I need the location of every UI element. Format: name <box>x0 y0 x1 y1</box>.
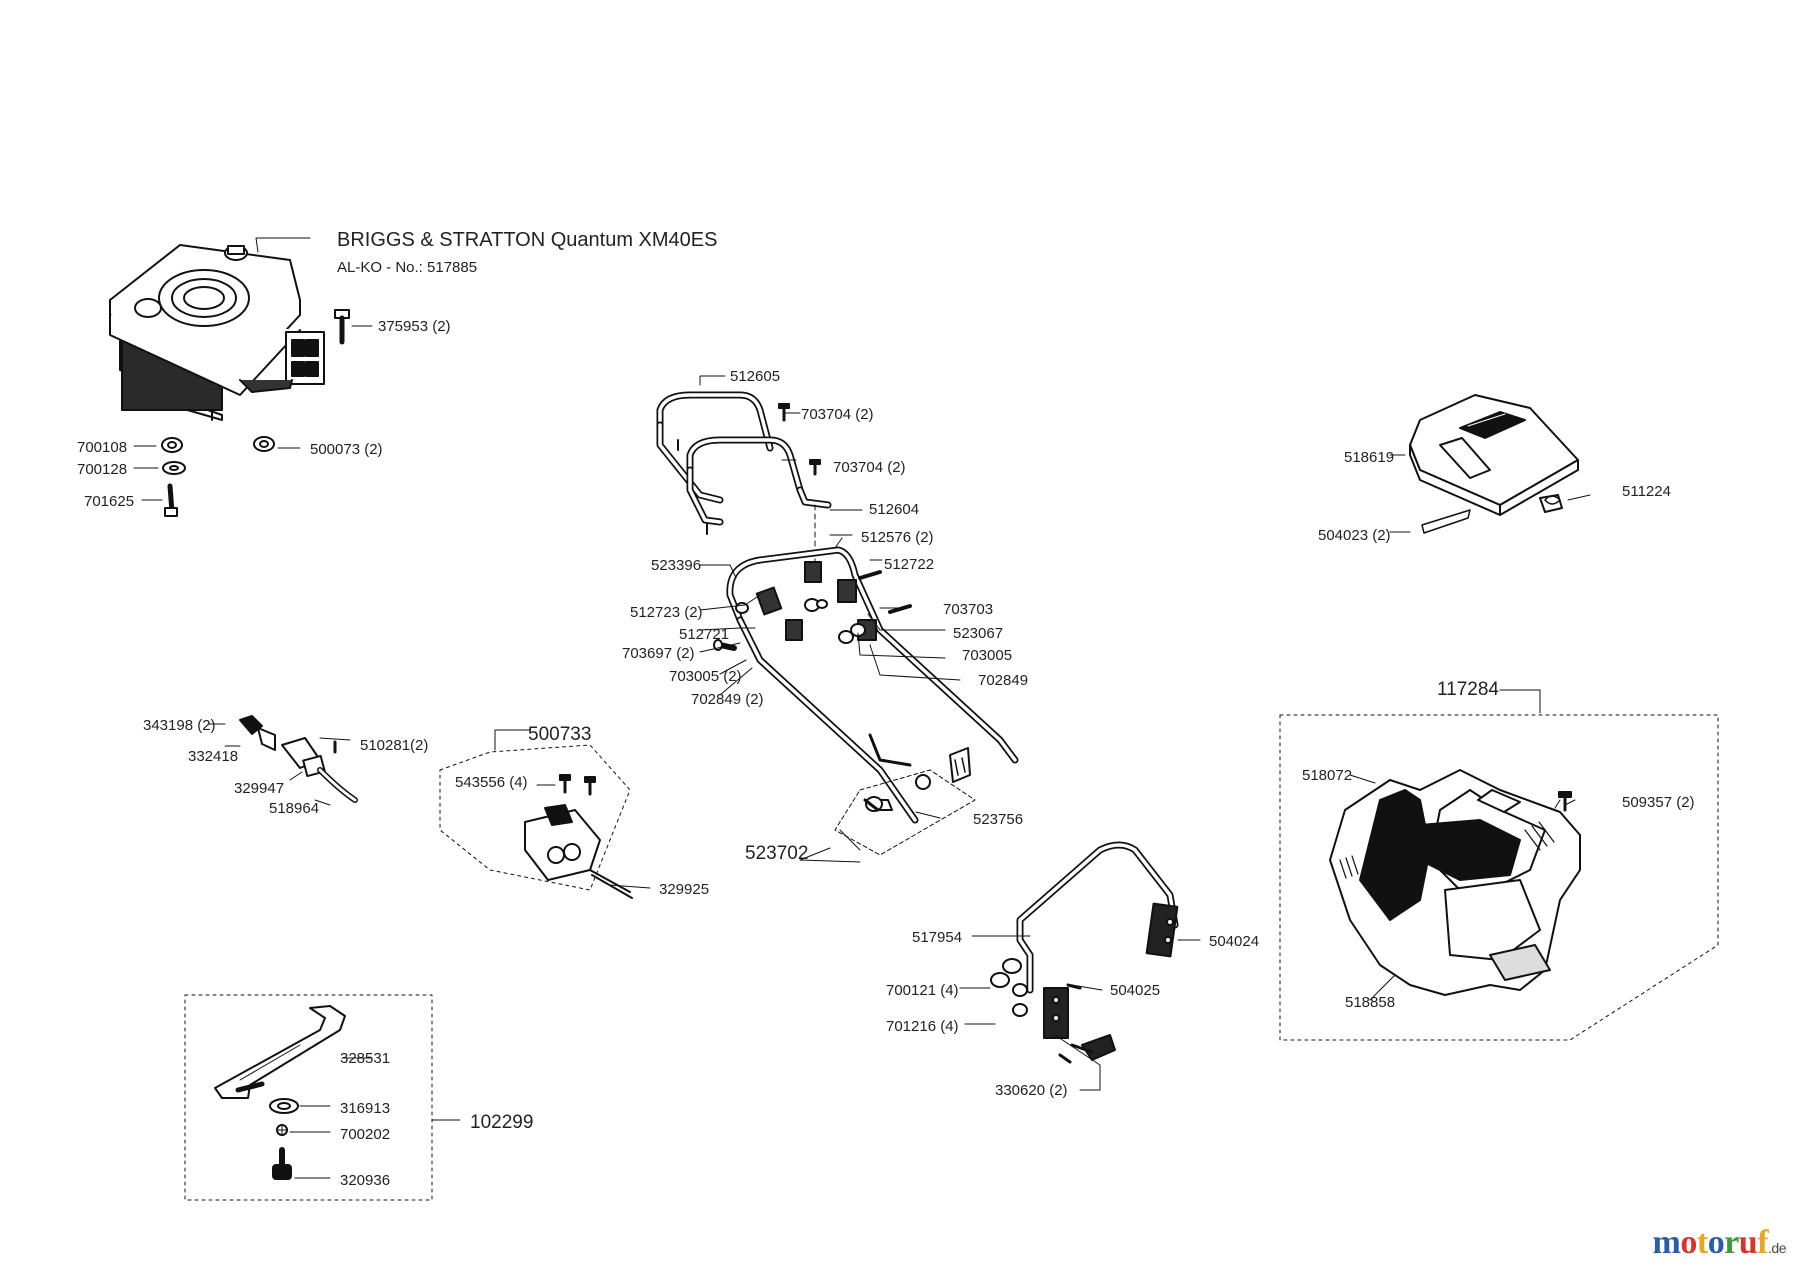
part-label-512576: 512576 (2) <box>861 529 934 546</box>
part-label-512723: 512723 (2) <box>630 604 703 621</box>
logo-letter-f: f <box>1757 1224 1769 1261</box>
part-label-700128: 700128 <box>77 461 128 478</box>
logo-letter-o2: o <box>1707 1224 1725 1261</box>
part-label-343198: 343198 (2) <box>143 717 216 734</box>
logo-letter-m: m <box>1652 1224 1681 1261</box>
part-label-512605: 512605 <box>730 368 781 385</box>
grass-box-drawing <box>1329 769 1581 996</box>
part-label-320936: 320936 <box>340 1172 391 1189</box>
part-label-518964: 518964 <box>269 800 320 817</box>
part-label-703703: 703703 <box>943 601 994 618</box>
part-label-504024: 504024 <box>1209 933 1260 950</box>
grass-box-cover-drawing <box>1409 394 1579 534</box>
part-label-523756: 523756 <box>973 811 1024 828</box>
part-label-316913: 316913 <box>340 1100 391 1117</box>
part-label-512722: 512722 <box>884 556 935 573</box>
part-label-701625: 701625 <box>84 493 135 510</box>
part-label-700121: 700121 (4) <box>886 982 959 999</box>
motoruf-logo: motoruf.de <box>1652 1224 1787 1262</box>
part-label-511224: 511224 <box>1622 483 1671 500</box>
part-label-701216: 701216 (4) <box>886 1018 959 1035</box>
part-label-329947: 329947 <box>234 780 285 797</box>
part-label-504023: 504023 (2) <box>1318 527 1391 544</box>
part-label-702849-b: 702849 (2) <box>691 691 764 708</box>
part-label-543556: 543556 (4) <box>455 774 528 791</box>
part-label-500733: 500733 <box>528 724 592 745</box>
part-label-700202: 700202 <box>340 1126 391 1143</box>
part-label-512721: 512721 <box>679 626 730 643</box>
logo-letter-o: o <box>1680 1224 1697 1261</box>
blade-drawing <box>214 1005 346 1180</box>
part-label-523396: 523396 <box>651 557 702 574</box>
part-label-509357: 509357 (2) <box>1622 794 1695 811</box>
logo-letter-r: r <box>1724 1224 1739 1261</box>
switch-cable-drawing <box>239 715 358 803</box>
part-label-702849-a: 702849 <box>978 672 1029 689</box>
part-label-700108: 700108 <box>77 439 128 456</box>
upper-handle-drawing <box>656 391 832 526</box>
logo-letter-u: u <box>1738 1224 1758 1261</box>
screw-703704-a <box>778 403 790 422</box>
part-label-523067: 523067 <box>953 625 1004 642</box>
part-label-703704-b: 703704 (2) <box>833 459 906 476</box>
part-label-703697: 703697 (2) <box>622 645 695 662</box>
part-label-504025: 504025 <box>1110 982 1161 999</box>
screw-703704-b <box>809 459 821 476</box>
logo-letter-t: t <box>1696 1224 1708 1261</box>
part-label-328531: 328531 <box>340 1050 391 1067</box>
part-label-510281: 510281(2) <box>360 737 429 754</box>
engine-subtitle: AL-KO - No.: 517885 <box>337 259 478 276</box>
part-label-329925: 329925 <box>659 881 710 898</box>
part-label-500073: 500073 (2) <box>310 441 383 458</box>
part-label-518858: 518858 <box>1345 994 1396 1011</box>
engine-drawing <box>109 244 325 421</box>
part-label-102299: 102299 <box>470 1112 534 1133</box>
part-label-523702: 523702 <box>745 843 809 864</box>
nut-500073 <box>253 436 275 452</box>
screw-509357 <box>1558 791 1572 812</box>
part-label-512604: 512604 <box>869 501 920 518</box>
engine-title: BRIGGS & STRATTON Quantum XM40ES <box>337 229 718 251</box>
part-label-703005-a: 703005 <box>962 647 1013 664</box>
nut-700108 <box>161 437 183 453</box>
lower-handle-drawing <box>726 546 1019 824</box>
logo-tld: .de <box>1768 1240 1786 1256</box>
bolt-375953 <box>334 309 350 345</box>
part-label-518619: 518619 <box>1344 449 1395 466</box>
part-label-375953: 375953 (2) <box>378 318 451 335</box>
part-label-703005-b: 703005 (2) <box>669 668 742 685</box>
part-label-117284: 117284 <box>1437 679 1499 700</box>
bolt-701625 <box>164 483 178 517</box>
part-label-330620: 330620 (2) <box>995 1082 1068 1099</box>
part-label-517954: 517954 <box>912 929 963 946</box>
small-hardware <box>713 570 912 812</box>
part-label-703704-a: 703704 (2) <box>801 406 874 423</box>
part-label-518072: 518072 <box>1302 767 1353 784</box>
handle-bar-drawing <box>990 841 1179 1064</box>
washer-700128 <box>162 461 186 475</box>
control-module-drawing <box>524 774 633 899</box>
part-label-332418: 332418 <box>188 748 239 765</box>
